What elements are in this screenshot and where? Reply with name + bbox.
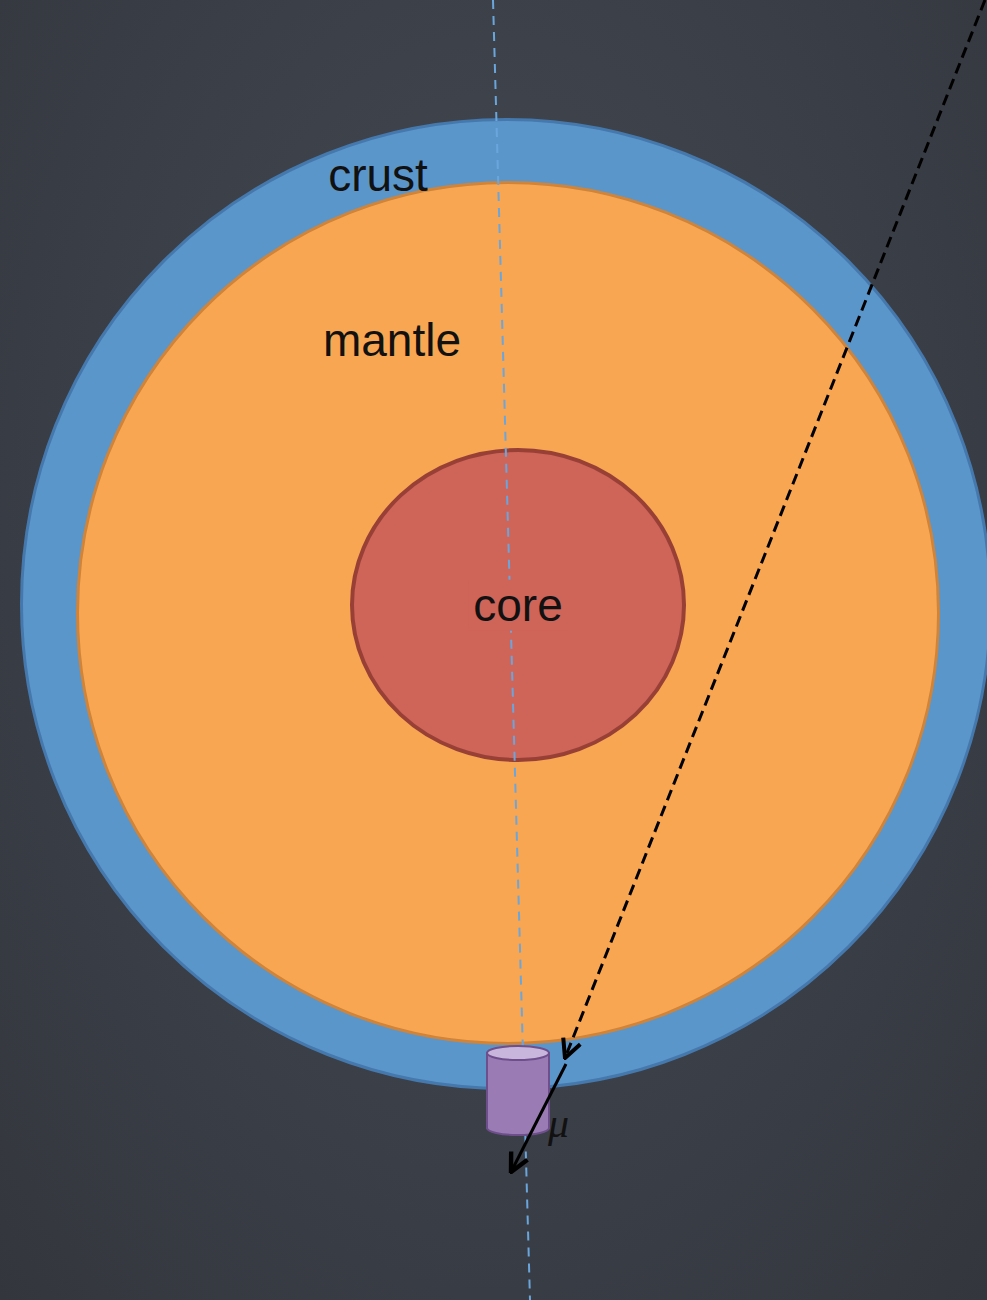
crust-shell: crust mantle core (20, 118, 987, 1090)
axis-line (493, 0, 530, 1300)
detector-symbol (487, 1046, 549, 1135)
mantle-shell: mantle core (76, 181, 940, 1045)
core-sphere: core (350, 448, 686, 762)
layer-name: core (468, 580, 567, 631)
layer-name: mantle (323, 315, 461, 366)
layer-name: crust (328, 150, 428, 201)
particle-label: μ (548, 1102, 569, 1144)
neutrino-path (565, 0, 985, 1058)
